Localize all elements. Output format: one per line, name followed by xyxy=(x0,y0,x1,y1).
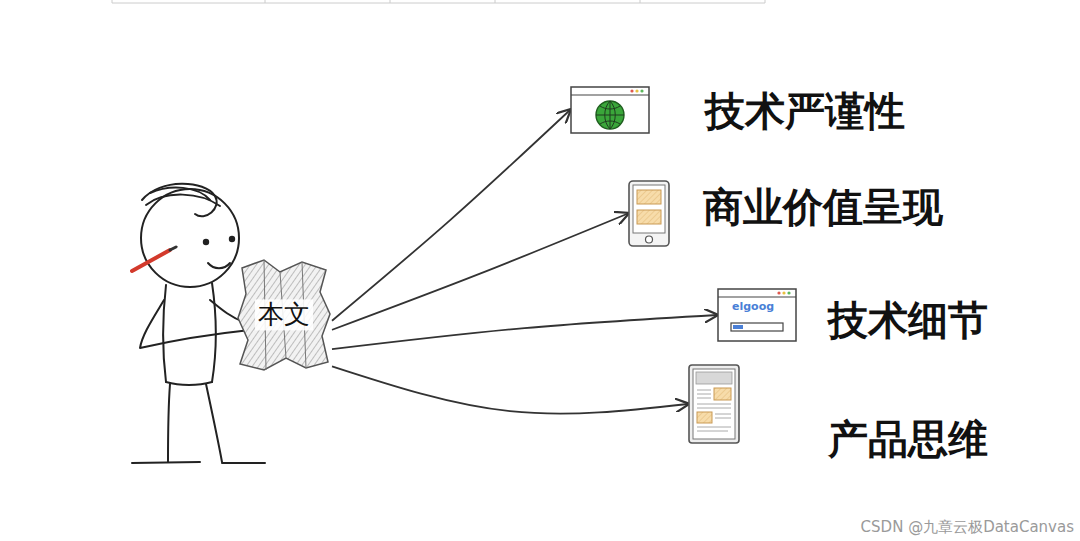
node-label: 技术严谨性 xyxy=(705,87,905,135)
browser-globe-icon xyxy=(570,86,650,134)
node-label: 商业价值呈现 xyxy=(703,183,943,231)
browser-search-icon xyxy=(717,288,797,342)
table-edge xyxy=(112,0,765,3)
tablet-node: 产品思维 xyxy=(688,364,992,465)
tablet-icon xyxy=(688,364,740,444)
browser-node: 技术细节 elgoog xyxy=(717,288,992,346)
node-label: 技术细节 xyxy=(828,296,988,344)
pencil xyxy=(132,247,176,271)
arrow-connector xyxy=(332,214,628,330)
map-paper-box: 本文 xyxy=(236,258,332,372)
phone-icon xyxy=(628,180,670,247)
arrow-connector xyxy=(332,315,717,349)
document-label: 本文 xyxy=(255,299,313,330)
watermark: CSDN @九章云极DataCanvas xyxy=(861,518,1074,536)
search-logo-text: elgoog xyxy=(732,300,774,313)
node-label: 产品思维 xyxy=(828,415,988,463)
phone-node: 商业价值呈现 xyxy=(628,180,947,247)
arrow-connector xyxy=(332,110,570,321)
browser-node: 技术严谨性 xyxy=(570,86,909,137)
arrow-connector xyxy=(332,366,688,413)
